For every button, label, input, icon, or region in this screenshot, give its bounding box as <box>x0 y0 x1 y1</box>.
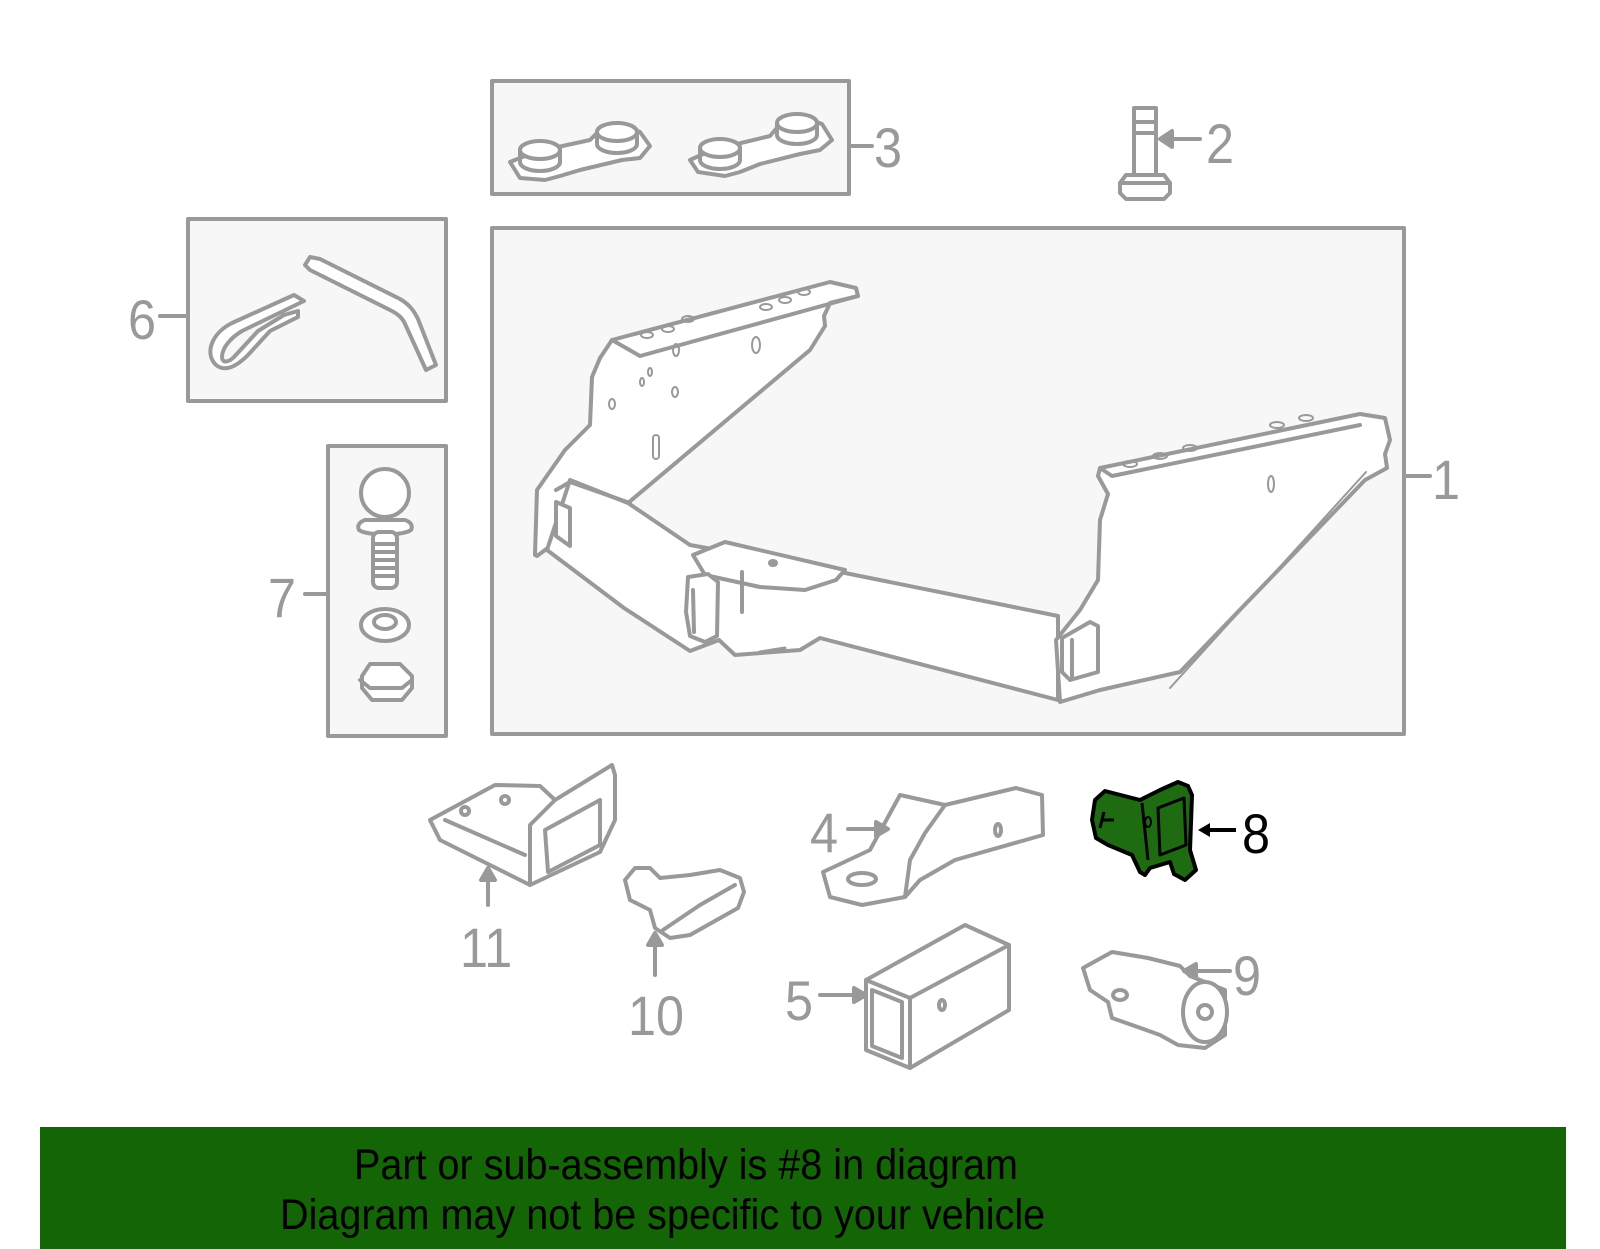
part-6-hitch-pin[interactable] <box>158 217 448 403</box>
callout-label-4: 4 <box>810 801 839 864</box>
part-4-ball-mount[interactable] <box>821 786 1045 907</box>
part-8-7way-connector-highlighted[interactable] <box>1090 780 1236 882</box>
callout-label-9: 9 <box>1233 944 1262 1007</box>
part-5-receiver-sleeve[interactable] <box>818 923 1011 1070</box>
callout-label-2: 2 <box>1206 112 1235 175</box>
callout-label-8: 8 <box>1242 802 1271 865</box>
callout-label-1: 1 <box>1432 448 1461 511</box>
part-11-connector-bracket[interactable] <box>428 763 617 907</box>
part-2-bolt[interactable] <box>1118 106 1202 201</box>
banner-disclaimer-line: Diagram may not be specific to your vehi… <box>280 1191 1046 1239</box>
callout-label-10: 10 <box>628 984 685 1047</box>
banner-part-line: Part or sub-assembly is #8 in diagram <box>354 1141 1019 1189</box>
part-3-brackets[interactable] <box>490 79 874 196</box>
part-9-round-connector[interactable] <box>1081 950 1232 1050</box>
part-10-4pin-connector[interactable] <box>623 866 746 977</box>
callout-label-5: 5 <box>785 969 814 1032</box>
callout-label-7: 7 <box>268 566 297 629</box>
part-1-hitch-receiver[interactable] <box>490 226 1432 736</box>
info-banner: Part or sub-assembly is #8 in diagram Di… <box>40 1127 1566 1249</box>
callout-label-6: 6 <box>128 288 157 351</box>
part-7-hitch-ball[interactable] <box>303 444 448 738</box>
callout-label-11: 11 <box>460 916 513 979</box>
callout-label-3: 3 <box>874 116 903 179</box>
